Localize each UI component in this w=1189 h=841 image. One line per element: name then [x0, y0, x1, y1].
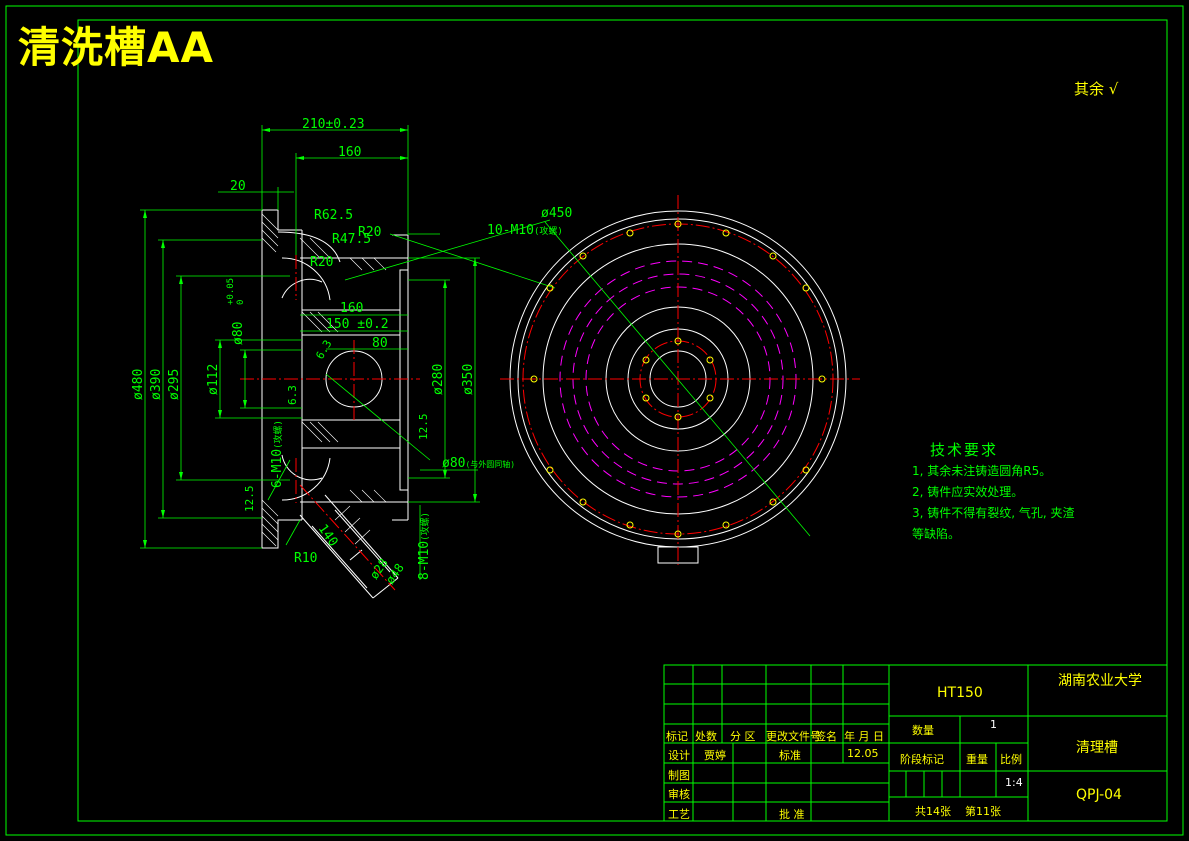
- dim-20: 20: [230, 179, 246, 194]
- dim-10m10: 10-M10(攻螺): [487, 223, 563, 238]
- m10-b-label: 6-M10: [270, 449, 285, 488]
- dim-r62: R62.5: [314, 208, 353, 223]
- dim-6m10: 6-M10(攻螺): [270, 420, 285, 488]
- tech-requirements: 技术要求 1, 其余未注铸造圆角R5。 2, 铸件应实效处理。 3, 铸件不得有…: [912, 440, 1075, 545]
- scale-value: 1:4: [1005, 776, 1023, 789]
- university-cell: 湖南农业大学: [1058, 673, 1142, 689]
- design-label: 设计: [668, 749, 690, 762]
- dim-tol-upper: +0.05: [226, 278, 236, 305]
- process-label: 工艺: [668, 808, 690, 821]
- phi80b-label: ø80: [442, 456, 465, 471]
- m10-c-label: 8-M10: [417, 541, 432, 580]
- rev-header-count: 处数: [695, 730, 717, 743]
- part-name-cell: 清理槽: [1076, 740, 1118, 756]
- tech-heading: 技术要求: [930, 441, 999, 459]
- dim-r20-a: R20: [358, 225, 381, 240]
- dim-150: 150 ±0.2: [326, 317, 389, 332]
- m10-a-label: 10-M10: [487, 223, 534, 238]
- surf-6-3-b: 6.3: [313, 338, 334, 362]
- rev-header-sign: 签名: [815, 730, 837, 743]
- designer-name: 贾婷: [704, 749, 726, 762]
- qty-value: 1: [990, 718, 997, 731]
- dim-phi450: ø450: [541, 206, 572, 221]
- dim-phi112: ø112: [206, 364, 221, 395]
- m10-b-note: (攻螺): [272, 420, 284, 449]
- m10-a-note: (攻螺): [534, 225, 563, 237]
- rev-header-zone: 分 区: [730, 730, 756, 743]
- check-label: 审核: [668, 788, 690, 801]
- inner-border: [77, 19, 1168, 822]
- material-cell: HT150: [937, 685, 983, 701]
- surf-12-5-b: 12.5: [417, 414, 430, 441]
- tech-item-1: 1, 其余未注铸造圆角R5。: [912, 464, 1052, 478]
- dim-phi480: ø480: [131, 369, 146, 400]
- dim-80: 80: [372, 336, 388, 351]
- surf-12-5-a: 12.5: [243, 486, 256, 513]
- approve-label: 批 准: [779, 808, 805, 821]
- dim-phi295: ø295: [167, 369, 182, 400]
- rev-header-mark: 标记: [666, 730, 688, 743]
- surface-note-label: 其余: [1074, 80, 1105, 98]
- roughness-check-icon: √: [1108, 80, 1119, 98]
- dim-phi390: ø390: [149, 369, 164, 400]
- bolt-holes: [530, 220, 826, 538]
- rev-header-doc: 更改文件号: [766, 730, 821, 743]
- dim-160-top: 160: [338, 145, 361, 160]
- tech-item-4: 等缺陷。: [912, 527, 961, 541]
- drawing-title: 清洗槽AA: [18, 23, 215, 72]
- phi80b-note: (与外圆同轴): [465, 459, 515, 469]
- dim-r10: R10: [294, 551, 317, 566]
- rev-header-date: 年 月 日: [844, 730, 884, 743]
- tech-item-2: 2, 铸件应实效处理。: [912, 485, 1024, 499]
- scale-label: 比例: [1000, 753, 1022, 766]
- section-view: [140, 125, 556, 599]
- dim-210: 210±0.23: [302, 117, 365, 132]
- surf-6-3-a: 6.3: [286, 385, 299, 405]
- dim-phi350: ø350: [461, 364, 476, 395]
- plan-view: [500, 195, 860, 565]
- dim-phi280: ø280: [431, 364, 446, 395]
- standard-label: 标准: [779, 749, 801, 762]
- title-block-grid: [663, 664, 1168, 822]
- drawing-number-cell: QPJ-04: [1076, 787, 1122, 803]
- dim-phi80b: ø80(与外圆同轴): [442, 456, 515, 471]
- sheets-total: 共14张: [915, 805, 951, 818]
- stage-label: 阶段标记: [900, 753, 944, 766]
- surface-roughness-note: 其余 √: [1074, 78, 1118, 99]
- tech-item-3: 3, 铸件不得有裂纹, 气孔, 夹渣: [912, 506, 1075, 520]
- weight-label: 重量: [966, 753, 988, 766]
- qty-label: 数量: [912, 724, 934, 737]
- dim-8m10: 8-M10(攻螺): [417, 512, 432, 580]
- outer-border: [5, 5, 1184, 836]
- dim-phi80: ø80: [231, 322, 246, 345]
- drawing-label: 制图: [668, 769, 690, 782]
- dim-160-mid: 160: [340, 301, 363, 316]
- m10-c-note: (攻螺): [419, 512, 431, 541]
- dim-r47: R47.5: [332, 232, 371, 247]
- design-date: 12.05: [847, 747, 879, 760]
- dim-r20-b: R20: [310, 255, 333, 270]
- sheet-number: 第11张: [965, 805, 1001, 818]
- dim-tol-lower: 0: [236, 300, 246, 305]
